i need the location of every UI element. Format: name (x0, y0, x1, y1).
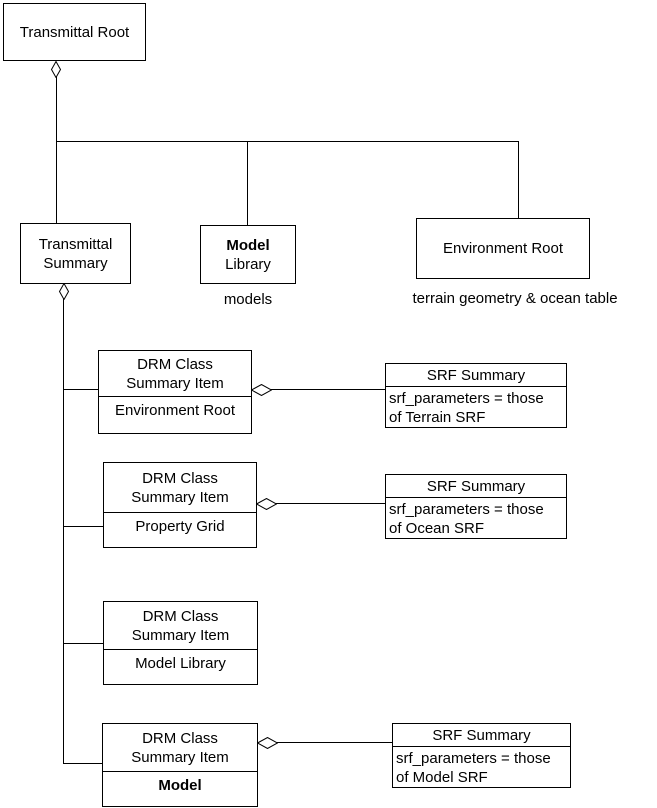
connector-branch-drm3 (63, 643, 103, 644)
srf-body: srf_parameters = those of Model SRF (393, 747, 570, 789)
srf-title: SRF Summary (393, 724, 570, 747)
connector-drop-environment-root (518, 141, 519, 218)
node-label: Transmittal Root (19, 23, 130, 41)
class-title: DRM Class Summary Item (99, 351, 251, 397)
class-title: DRM Class Summary Item (104, 602, 257, 650)
connector-drm4-srf3 (277, 742, 392, 743)
class-title-line1: DRM Class (142, 607, 219, 625)
connector-summary-trunk (63, 299, 64, 764)
class-title-line2: Summary Item (131, 488, 229, 506)
class-name: Model (158, 777, 202, 794)
node-drm-class-summary-item-environment-root: DRM Class Summary Item Environment Root (98, 350, 252, 434)
aggregation-diamond-icon (256, 498, 277, 510)
connector-root-stem (56, 77, 57, 142)
connector-drop-model-library (247, 141, 248, 225)
connector-drm1-srf1 (271, 389, 385, 390)
aggregation-diamond-icon (257, 737, 278, 749)
node-label-line1: Transmittal (38, 235, 113, 253)
class-name: Property Grid (135, 518, 225, 535)
class-title-line2: Summary Item (126, 374, 224, 392)
class-title-line2: Summary Item (131, 626, 230, 644)
caption-models: models (223, 291, 273, 308)
srf-body: srf_parameters = those of Ocean SRF (386, 498, 566, 540)
srf-title: SRF Summary (386, 475, 566, 498)
srf-body-line1: srf_parameters = those (389, 501, 544, 518)
aggregation-diamond-icon (58, 283, 70, 300)
srf-body-line2: of Ocean SRF (389, 520, 485, 537)
aggregation-diamond-icon (251, 384, 272, 396)
class-title: DRM Class Summary Item (104, 463, 256, 513)
connector-branch-drm1 (63, 389, 98, 390)
connector-branch-drm4 (63, 763, 102, 764)
srf-title: SRF Summary (386, 364, 566, 387)
node-srf-summary-ocean: SRF Summary srf_parameters = those of Oc… (385, 474, 567, 539)
node-srf-summary-model: SRF Summary srf_parameters = those of Mo… (392, 723, 571, 788)
srf-body-line2: of Terrain SRF (389, 409, 486, 426)
node-drm-class-summary-item-property-grid: DRM Class Summary Item Property Grid (103, 462, 257, 548)
class-name: Model Library (135, 655, 226, 672)
class-title-line1: DRM Class (137, 355, 213, 373)
node-drm-class-summary-item-model-library: DRM Class Summary Item Model Library (103, 601, 258, 685)
class-title-line1: DRM Class (142, 729, 218, 747)
srf-body: srf_parameters = those of Terrain SRF (386, 387, 566, 429)
node-label-line2: Summary (43, 254, 108, 272)
node-label-line2: Library (225, 255, 271, 273)
connector-drop-transmittal-summary (56, 141, 57, 223)
node-label: Environment Root (442, 240, 564, 257)
aggregation-diamond-icon (50, 61, 62, 78)
caption-terrain-geometry: terrain geometry & ocean table (412, 290, 618, 307)
connector-drm2-srf2 (276, 503, 385, 504)
class-title: DRM Class Summary Item (103, 724, 257, 772)
node-srf-summary-terrain: SRF Summary srf_parameters = those of Te… (385, 363, 567, 428)
connector-root-horizontal (56, 141, 518, 142)
node-label-line1: Model (226, 236, 270, 254)
srf-body-line1: srf_parameters = those (396, 750, 551, 767)
class-name: Environment Root (114, 402, 236, 419)
class-title-line2: Summary Item (131, 748, 229, 766)
node-drm-class-summary-item-model: DRM Class Summary Item Model (102, 723, 258, 807)
node-environment-root: Environment Root (416, 218, 590, 279)
node-transmittal-summary: Transmittal Summary (20, 223, 131, 284)
srf-body-line1: srf_parameters = those (389, 390, 544, 407)
node-transmittal-root: Transmittal Root (3, 3, 146, 61)
class-title-line1: DRM Class (142, 469, 218, 487)
connector-branch-drm2 (63, 526, 103, 527)
node-model-library: Model Library (200, 225, 296, 284)
srf-body-line2: of Model SRF (396, 769, 488, 786)
